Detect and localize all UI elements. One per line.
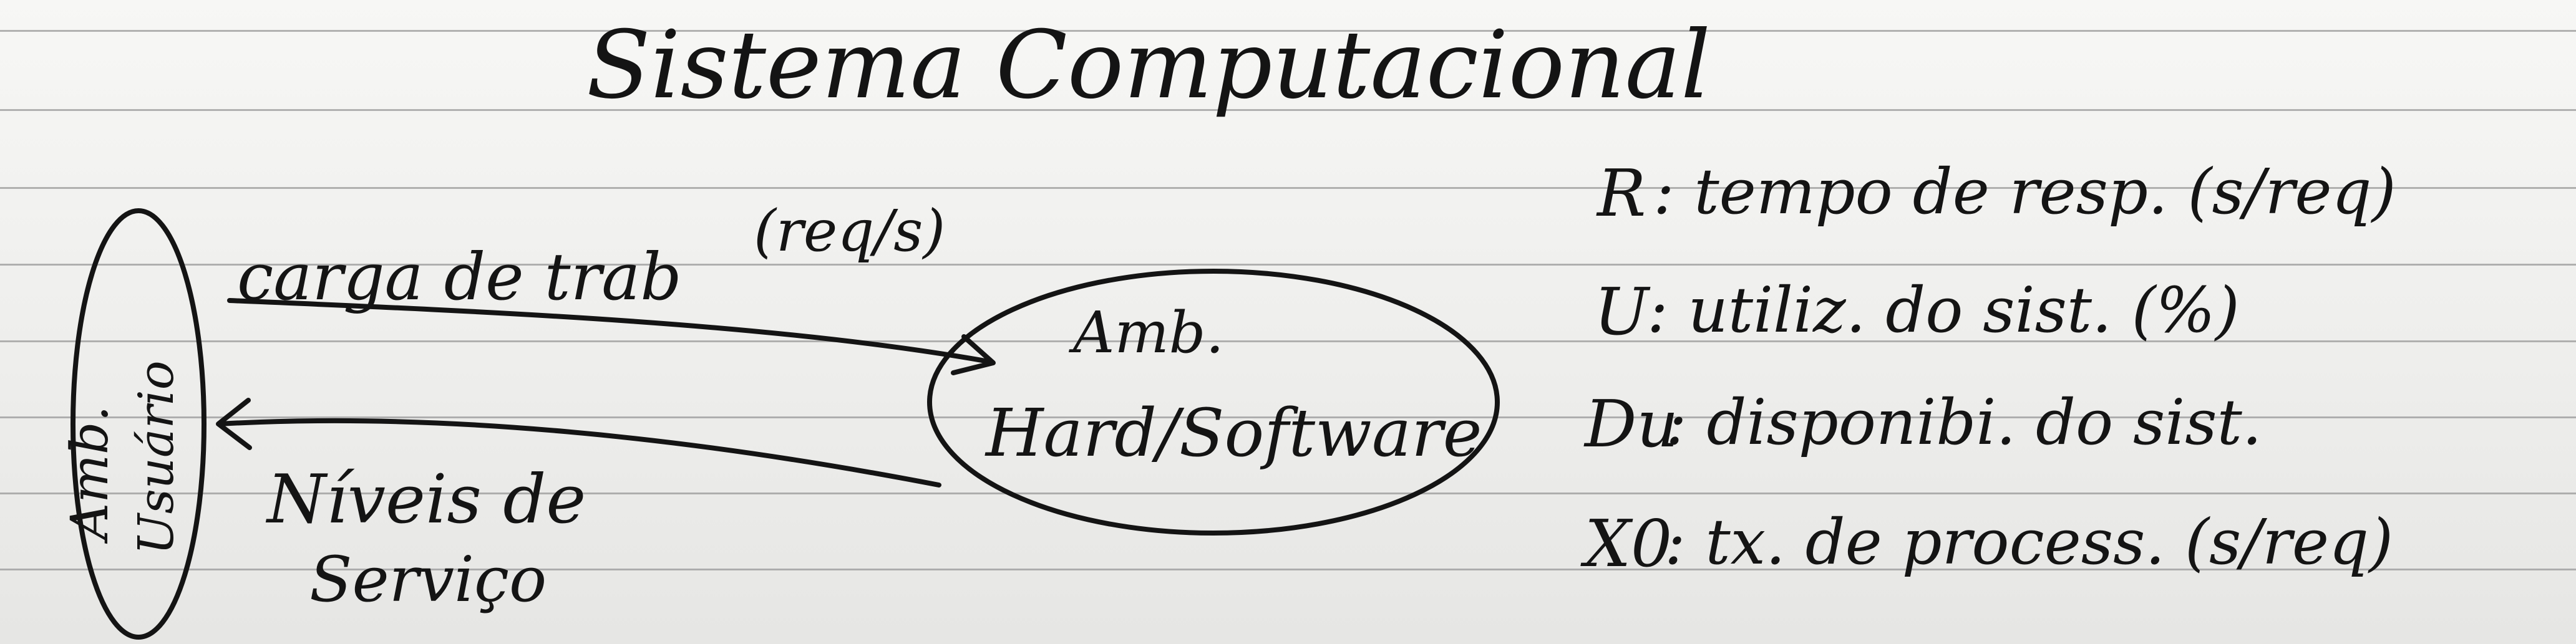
metric-description: : tx. de process. (s/req): [1665, 506, 2394, 579]
ruled-line: [0, 416, 2576, 418]
service-levels-label-line1: Níveis de: [267, 461, 586, 539]
page-title: Sistema Computacional: [586, 11, 1711, 120]
metric-description: : utiliz. do sist. (%): [1647, 274, 2240, 347]
system-environment-ellipse: [927, 269, 1500, 536]
metric-description: : tempo de resp. (s/req): [1653, 155, 2396, 228]
metric-symbol: X0: [1585, 506, 1673, 582]
user-environment-label-line1: Amb.: [61, 405, 120, 540]
workload-arrowhead: [951, 334, 996, 375]
ruled-line: [0, 264, 2576, 266]
workload-unit-label: (req/s): [754, 198, 946, 264]
ruled-line: [0, 493, 2576, 494]
user-environment-ellipse: [70, 208, 207, 640]
metric-description: : disponibi. do sist.: [1666, 386, 2262, 459]
service-levels-arrow: [217, 418, 941, 488]
metric-symbol: Du: [1585, 386, 1679, 462]
service-levels-label-line2: Serviço: [309, 543, 547, 616]
ruled-line: [0, 187, 2576, 189]
workload-label: carga de trab: [237, 239, 682, 315]
metric-symbol: U: [1594, 274, 1649, 350]
metric-symbol: R: [1597, 155, 1646, 231]
workload-arrow: [227, 298, 991, 364]
ruled-line: [0, 30, 2576, 32]
user-environment-label-line2: Usuário: [129, 360, 185, 555]
system-environment-label-line1: Amb.: [1073, 299, 1224, 366]
ruled-line: [0, 109, 2576, 111]
ruled-line: [0, 340, 2576, 342]
ruled-line: [0, 569, 2576, 570]
service-levels-arrowhead: [216, 398, 252, 450]
system-environment-label-line2: Hard/Software: [986, 395, 1482, 471]
